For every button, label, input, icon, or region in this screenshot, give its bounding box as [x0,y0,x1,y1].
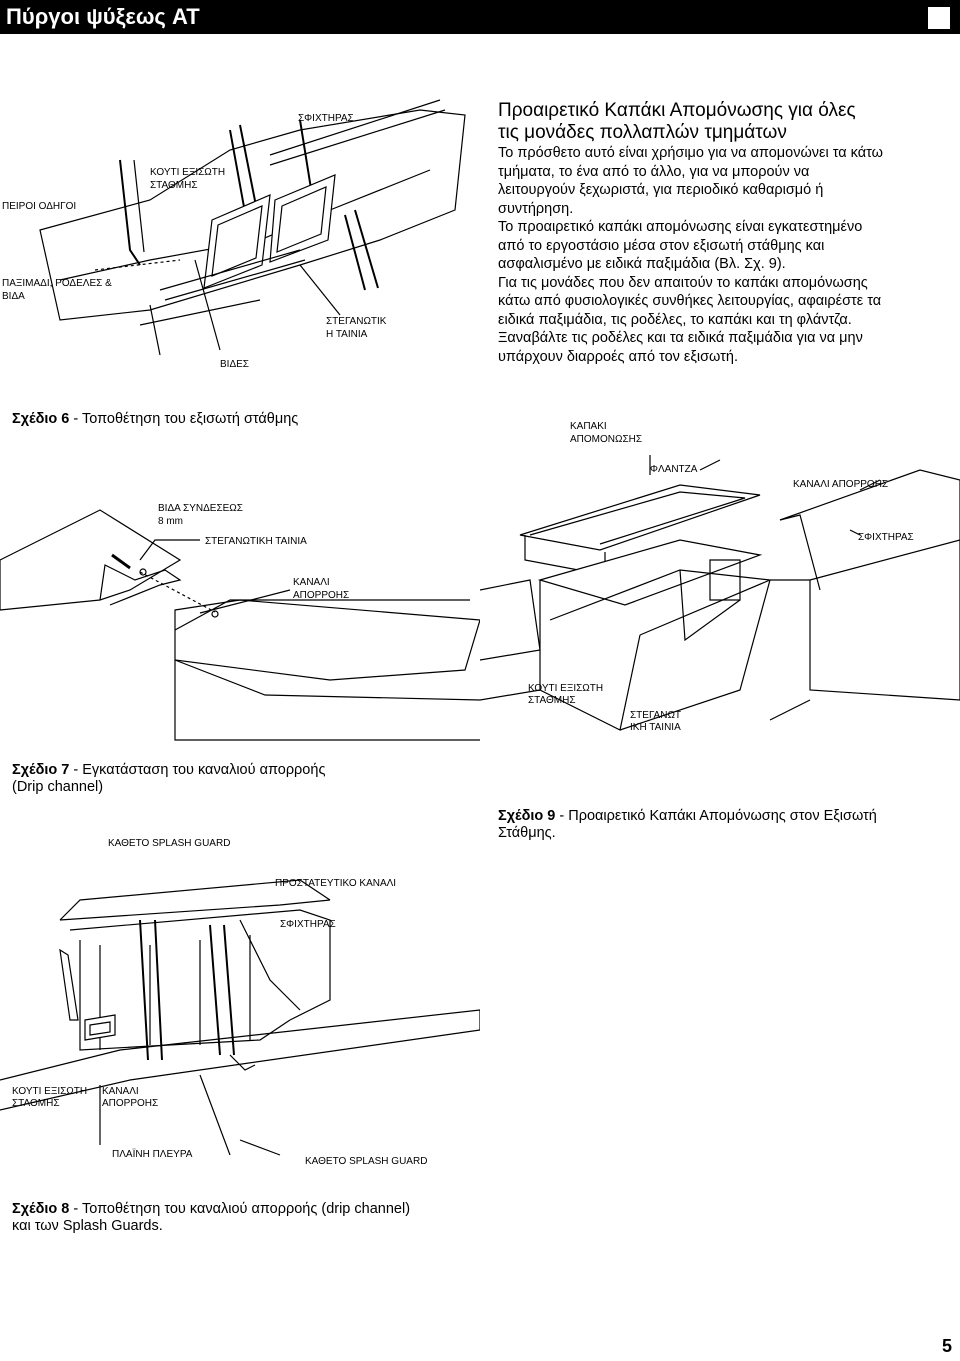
fig9-label-drain: ΚΑΝΑΛΙ ΑΠΟΡΡΟΗΣ [793,479,889,490]
fig6-label-guides: ΠΕΙΡΟΙ ΟΔΗΓΟΙ [2,201,77,212]
page-title: Πύργοι ψύξεως AT [6,4,200,29]
fig9-label-tape-2: ΙΚΗ ΤΑΙΝΙΑ [630,722,681,733]
fig6-label-screws: ΒΙΔΕΣ [220,359,249,370]
fig7-label-bolt-1: ΒΙΔΑ ΣΥΝΔΕΣΕΩΣ [158,503,243,514]
intro-paragraph-1: Το πρόσθετο αυτό είναι χρήσιμο για να απ… [498,145,883,217]
fig9-label-tape-1: ΣΤΕΓΑΝΩΤ [630,710,682,721]
fig6-label-nuts-1: ΠΑΞΙΜΑΔΙ, ΡΟΔΕΛΕΣ & [2,278,112,289]
fig8-label-box-1: ΚΟΥΤΙ ΕΞΙΣΩΤΗ [12,1086,88,1097]
figure-6-drawing [0,90,480,380]
fig6-caption: Σχέδιο 6 - Τοποθέτηση του εξισωτή στάθμη… [12,411,299,427]
fig9-caption: Σχέδιο 9 - Προαιρετικό Καπάκι Απομόνωσης… [498,808,877,841]
fig7-label-drain-1: ΚΑΝΑΛΙ [293,577,330,588]
fig7-label-tape: ΣΤΕΓΑΝΩΤΙΚΗ ΤΑΙΝΙΑ [205,536,307,547]
fig8-label-splash-bottom: ΚΑΘΕΤΟ SPLASH GUARD [305,1156,428,1167]
fig8-label-protective: ΠΡΟΣΤΑΤΕΥΤΙΚΟ ΚΑΝΑΛΙ [275,878,397,889]
intro-paragraph-2: Το προαιρετικό καπάκι απομόνωσης είναι ε… [498,219,863,272]
intro-paragraph-3: Για τις μονάδες που δεν απαιτούν το καπά… [498,274,882,365]
fig9-label-box-1: ΚΟΥΤΙ ΕΞΙΣΩΤΗ [528,683,604,694]
fig6-label-box-1: ΚΟΥΤΙ ΕΞΙΣΩΤΗ [150,167,226,178]
figure-8-drawing [0,850,480,1170]
fig8-caption: Σχέδιο 8 - Τοποθέτηση του καναλιού απορρ… [12,1201,411,1234]
fig8-label-drain-1: ΚΑΝΑΛΙ [102,1086,139,1097]
intro-section: Προαιρετικό Καπάκι Απομόνωσης για όλες τ… [498,100,953,366]
fig8-label-box-2: ΣΤΑΘΜΗΣ [12,1098,60,1109]
fig8-label-clamp: ΣΦΙΧΤΗΡΑΣ [280,919,336,930]
page-number: 5 [941,1336,952,1356]
intro-heading-1: Προαιρετικό Καπάκι Απομόνωσης για όλες [498,100,856,121]
fig9-label-cover-1: ΚΑΠΑΚΙ [570,421,607,432]
header-bar [0,0,960,34]
fig9-label-box-2: ΣΤΑΘΜΗΣ [528,695,576,706]
figure-9-drawing [480,440,960,760]
fig6-label-box-2: ΣΤΑΘΜΗΣ [150,180,198,191]
fig6-label-nuts-2: ΒΙΔΑ [2,291,25,302]
fig7-label-bolt-2: 8 mm [158,516,183,527]
fig7-label-drain-2: ΑΠΟΡΡΟΗΣ [293,590,350,601]
fig9-label-cover-2: ΑΠΟΜΟΝΩΣΗΣ [570,434,643,445]
figure-7-drawing [0,490,480,750]
fig9-label-clamp: ΣΦΙΧΤΗΡΑΣ [858,532,914,543]
fig7-caption: Σχέδιο 7 - Εγκατάσταση του καναλιού απορ… [12,762,326,795]
fig6-label-clamp: ΣΦΙΧΤΗΡΑΣ [298,113,354,124]
fig8-label-drain-2: ΑΠΟΡΡΟΗΣ [102,1098,159,1109]
fig6-label-tape-2: Η ΤΑΙΝΙΑ [326,329,368,340]
fig8-label-side: ΠΛΑΪΝΗ ΠΛΕΥΡΑ [112,1149,193,1160]
fig6-label-tape-1: ΣΤΕΓΑΝΩΤΙΚ [326,316,387,327]
fig9-label-flange: ΦΛΑΝΤΖΑ [650,464,698,475]
intro-heading-2: τις μονάδες πολλαπλών τμημάτων [498,122,787,143]
header-corner-box [928,7,950,29]
fig8-label-splash-top: ΚΑΘΕΤΟ SPLASH GUARD [108,838,231,849]
